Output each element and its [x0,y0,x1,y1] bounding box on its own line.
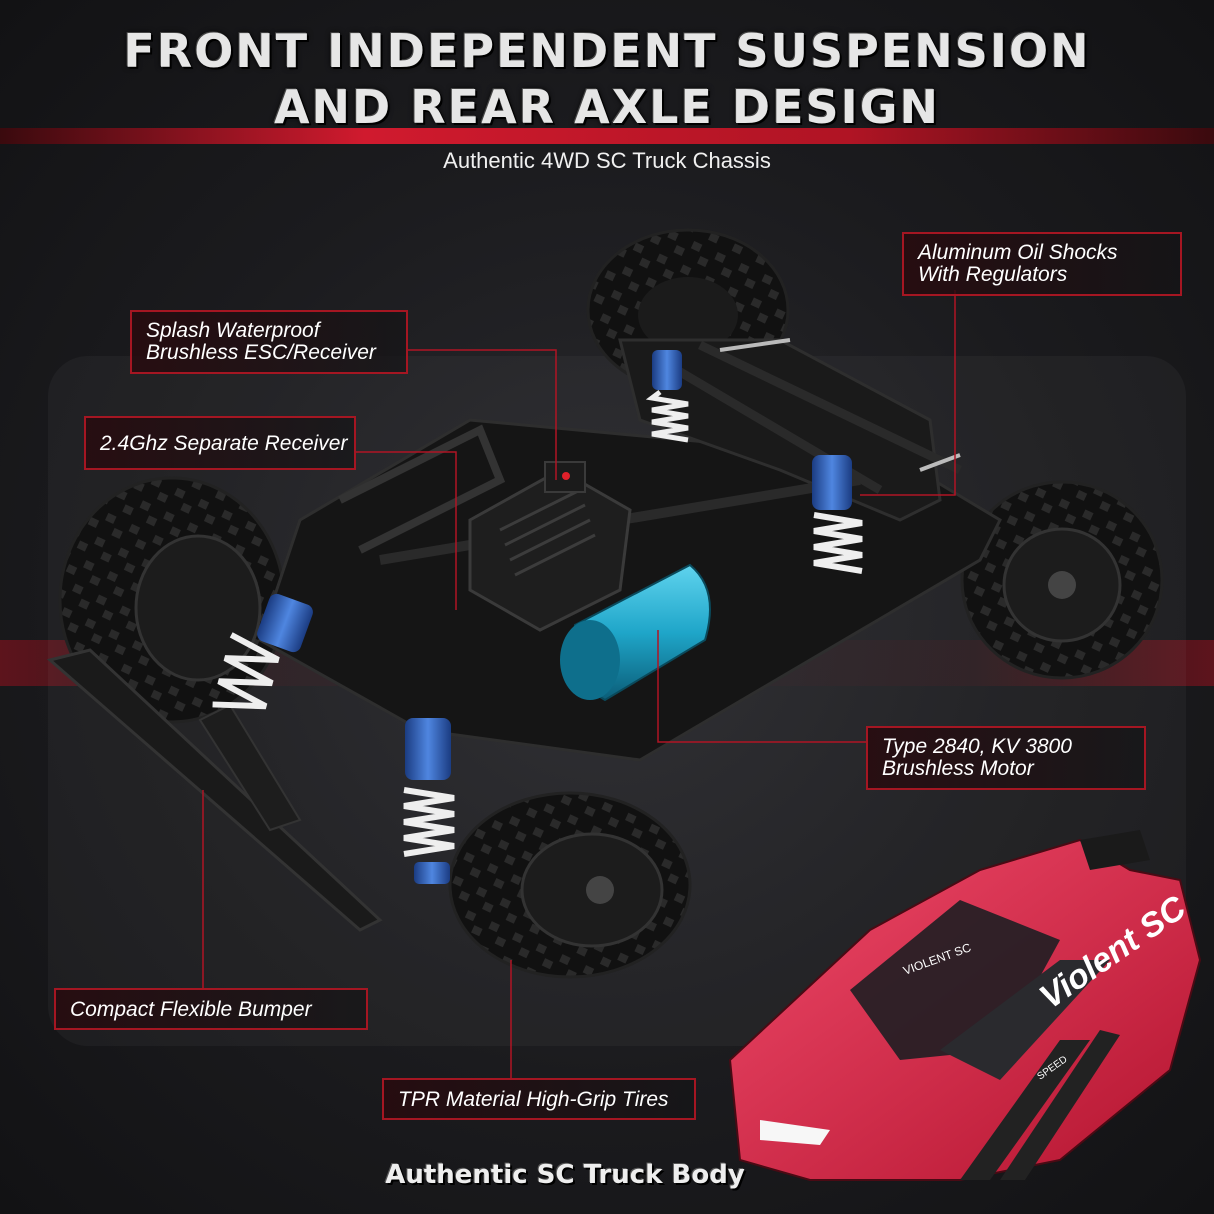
callout-motor-line1: Type 2840, KV 3800 [882,735,1072,758]
callout-esc-line1: Splash Waterproof [146,319,320,342]
shock-front-left [212,593,313,710]
callout-brushless-motor: Type 2840, KV 3800 Brushless Motor [866,726,1146,790]
callout-aluminum-shocks: Aluminum Oil Shocks With Regulators [902,232,1182,296]
truck-body-caption: Authentic SC Truck Body [385,1160,745,1190]
shock-rear-right [812,455,863,574]
subtitle: Authentic 4WD SC Truck Chassis [443,148,771,173]
chassis-frame [258,338,1002,762]
callout-waterproof-esc: Splash Waterproof Brushless ESC/Receiver [130,310,408,374]
shock-rear-left [645,350,689,443]
title-line-1: FRONT INDEPENDENT SUSPENSION [123,24,1091,78]
callout-bumper-line1: Compact Flexible Bumper [70,998,312,1021]
callout-receiver-line1: 2.4Ghz Separate Receiver [100,432,348,455]
callout-separate-receiver: 2.4Ghz Separate Receiver [84,416,356,470]
esc-unit [468,461,632,632]
brushless-motor [560,563,711,702]
callout-motor-line2: Brushless Motor [882,757,1034,780]
callout-shocks-line1: Aluminum Oil Shocks [918,241,1118,264]
truck-body-shell: VIOLENT SC Violent SC SPEED [728,830,1202,1181]
callout-tires-line1: TPR Material High-Grip Tires [398,1088,669,1111]
callout-flexible-bumper: Compact Flexible Bumper [54,988,368,1030]
callout-esc-line2: Brushless ESC/Receiver [146,341,376,364]
front-bottom-wheel [448,791,692,979]
title-line-2: AND REAR AXLE DESIGN [273,80,941,134]
header-red-band [0,128,1214,144]
callout-grip-tires: TPR Material High-Grip Tires [382,1078,696,1120]
callout-shocks-line2: With Regulators [918,263,1068,286]
shock-front-right [403,718,455,884]
rear-right-wheel [960,480,1164,680]
front-bumper [46,648,383,932]
callout-leader-lines [202,290,956,1080]
